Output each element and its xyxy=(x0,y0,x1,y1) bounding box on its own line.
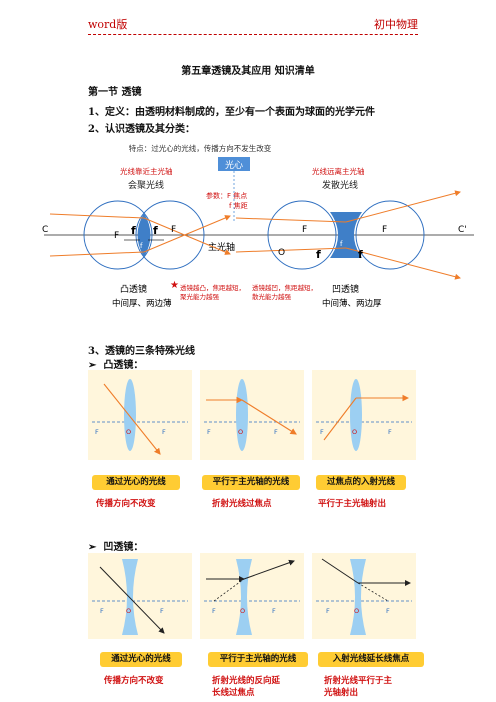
svg-text:透镜越凸，焦距越短，: 透镜越凸，焦距越短， xyxy=(180,283,245,292)
svg-text:F: F xyxy=(207,428,211,436)
svg-text:散光能力越强: 散光能力越强 xyxy=(252,292,292,301)
c-right-label: C' xyxy=(458,225,467,235)
concave-caption-2: 平行于主光轴的光线 xyxy=(208,652,308,667)
svg-text:F: F xyxy=(388,428,392,436)
page-header: word版 初中物理 xyxy=(88,14,418,35)
diverge-label: 发散光线 xyxy=(322,179,358,191)
svg-text:F: F xyxy=(274,428,278,436)
concave-lens-shape xyxy=(330,212,362,258)
c-left-label: C xyxy=(42,225,48,235)
svg-text:f: f xyxy=(131,224,136,237)
diverge-note: 光线远离主光轴 xyxy=(312,166,365,176)
converge-label: 会聚光线 xyxy=(128,179,164,191)
concave-caption-1: 通过光心的光线 xyxy=(100,652,182,667)
svg-text:O: O xyxy=(240,607,245,615)
svg-text:F: F xyxy=(302,225,307,235)
page-title: 第五章透镜及其应用 知识清单 xyxy=(181,66,315,77)
section-heading: 第一节 透镜 xyxy=(88,87,142,98)
svg-text:聚光能力越强: 聚光能力越强 xyxy=(180,292,220,301)
concave-heading: ➢ 凹透镜： xyxy=(88,542,144,553)
optical-center-label: 光心 xyxy=(225,159,243,171)
convex-caption-2: 平行于主光轴的光线 xyxy=(202,475,300,490)
svg-text:F: F xyxy=(100,607,104,615)
svg-text:F: F xyxy=(95,428,99,436)
classification-item: 2、认识透镜及其分类： xyxy=(88,124,195,135)
svg-text:F: F xyxy=(162,428,166,436)
svg-text:O: O xyxy=(238,428,243,436)
svg-text:O: O xyxy=(126,428,131,436)
concave-caption-3: 入射光线延长线焦点 xyxy=(318,652,424,667)
svg-text:O: O xyxy=(352,428,357,436)
convex-caption-1: 通过光心的光线 xyxy=(92,475,180,490)
svg-text:透镜越凹，焦距越短，: 透镜越凹，焦距越短， xyxy=(252,283,317,292)
convex-note-1: 传播方向不改变 xyxy=(96,499,156,509)
svg-text:O: O xyxy=(278,248,285,258)
svg-text:F: F xyxy=(114,231,119,241)
convex-note-3: 平行于主光轴射出 xyxy=(318,499,387,509)
header-right: 初中物理 xyxy=(374,18,418,31)
concave-note-1: 传播方向不改变 xyxy=(104,676,164,686)
star-icon: ★ xyxy=(170,280,179,291)
concave-rays-panels: F O F F O F F O F xyxy=(88,553,416,639)
converge-note: 光线靠近主光轴 xyxy=(120,166,173,176)
convex-rays-panels: F O F F O F F O F xyxy=(88,370,416,460)
concave-note-2a: 折射光线的反向延 xyxy=(212,676,281,686)
convex-lens-desc: 中间厚、两边薄 xyxy=(112,298,172,309)
special-rays-heading: 3、透镜的三条特殊光线 xyxy=(88,346,195,357)
svg-text:F: F xyxy=(160,607,164,615)
header-left: word版 xyxy=(88,18,128,31)
svg-text:F: F xyxy=(171,225,176,235)
svg-text:F: F xyxy=(212,607,216,615)
svg-text:F: F xyxy=(272,607,276,615)
svg-text:O: O xyxy=(126,607,131,615)
params-line-2: f 焦距 xyxy=(229,201,248,210)
params-line-1: 参数：F 焦点 xyxy=(206,191,247,200)
svg-text:O: O xyxy=(354,607,359,615)
convex-caption-3: 过焦点的入射光线 xyxy=(316,475,406,490)
concave-note-3a: 折射光线平行于主 xyxy=(324,676,393,686)
svg-text:F: F xyxy=(320,428,324,436)
svg-text:f: f xyxy=(358,248,363,261)
convex-note-2: 折射光线过焦点 xyxy=(212,499,272,509)
optical-center-badge xyxy=(218,157,250,171)
lens-classification-diagram: 特点：过光心的光线，传播方向不发生改变 光心 光线靠近主光轴 会聚光线 光线远离… xyxy=(42,143,474,309)
svg-text:f: f xyxy=(153,224,158,237)
convex-lens-shape xyxy=(137,213,151,257)
concave-lens-name: 凹透镜 xyxy=(332,283,359,295)
svg-text:f: f xyxy=(340,240,343,248)
svg-text:F: F xyxy=(326,607,330,615)
convex-lens-name: 凸透镜 xyxy=(120,283,147,295)
concave-lens-desc: 中间薄、两边厚 xyxy=(322,298,382,309)
concave-note-3b: 光轴射出 xyxy=(324,688,359,698)
svg-text:f: f xyxy=(140,242,143,250)
definition-item: 1、定义：由透明材料制成的，至少有一个表面为球面的光学元件 xyxy=(88,107,375,118)
feature-note: 特点：过光心的光线，传播方向不发生改变 xyxy=(129,143,272,153)
svg-text:f: f xyxy=(316,248,321,261)
svg-text:F: F xyxy=(386,607,390,615)
bullet-arrow-icon: ➢ xyxy=(88,360,104,371)
svg-text:F: F xyxy=(382,225,387,235)
concave-note-2b: 长线过焦点 xyxy=(212,688,255,698)
convex-heading: ➢ 凸透镜： xyxy=(88,360,144,371)
bullet-arrow-icon: ➢ xyxy=(88,542,104,553)
